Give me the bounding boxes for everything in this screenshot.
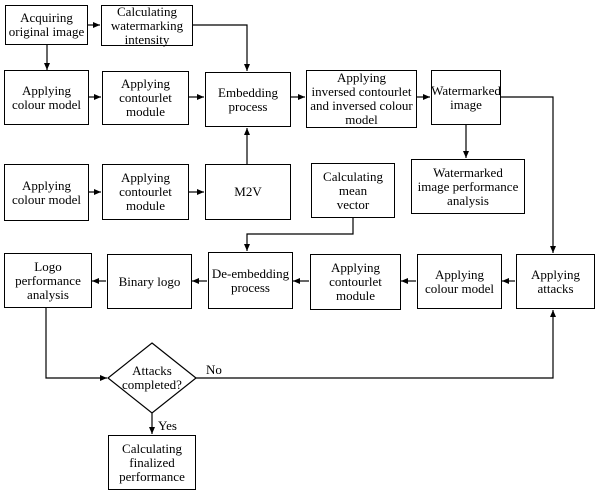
- node-applying-contourlet-module-2: Applying contourlet module: [102, 164, 189, 220]
- node-logo-performance-analysis: Logo performance analysis: [4, 253, 92, 308]
- node-m2v: M2V: [205, 164, 291, 220]
- node-calculating-mean-vector: Calculating mean vector: [311, 163, 395, 218]
- decision-attacks-completed: Attacks completed?: [122, 363, 182, 392]
- arrow-watermarked-to-attacks: [501, 96, 556, 253]
- node-applying-contourlet-module-3: Applying contourlet module: [310, 254, 401, 310]
- node-inversed-contourlet-colour-model: Applying inversed contourlet and inverse…: [306, 70, 417, 128]
- node-watermarked-image-performance-analysis: Watermarked image performance analysis: [411, 159, 525, 214]
- node-de-embedding-process: De-embedding process: [208, 252, 293, 309]
- node-calculating-watermarking-intensity: Calculating watermarking intensity: [101, 4, 193, 46]
- arrow-decision-no-to-attacks: [196, 310, 556, 379]
- node-applying-attacks: Applying attacks: [516, 254, 595, 309]
- node-applying-colour-model-3: Applying colour model: [417, 254, 502, 309]
- node-binary-logo: Binary logo: [107, 254, 192, 309]
- arrow-mean-to-de-embedding: [244, 218, 354, 251]
- decision-diamond: [107, 342, 197, 414]
- node-embedding-process: Embedding process: [205, 72, 291, 127]
- node-acquiring-original-image: Acquiring original image: [5, 5, 88, 45]
- edge-label-yes: Yes: [158, 418, 177, 433]
- edge-label-no: No: [206, 362, 222, 377]
- node-applying-colour-model-1: Applying colour model: [4, 70, 89, 125]
- node-applying-contourlet-module-1: Applying contourlet module: [102, 71, 189, 125]
- arrow-logo-performance-to-decision: [45, 308, 107, 381]
- node-applying-colour-model-2: Applying colour model: [4, 164, 89, 221]
- node-calculating-finalized-performance: Calculating finalized performance: [108, 435, 196, 490]
- arrow-intensity-to-embedding: [193, 24, 250, 71]
- node-watermarked-image: Watermarked image: [431, 70, 501, 125]
